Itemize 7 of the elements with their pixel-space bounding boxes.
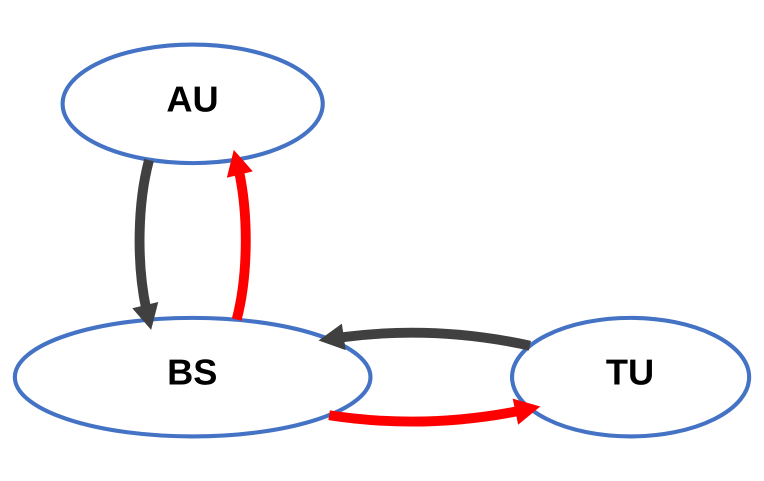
arrow [318, 324, 531, 350]
arrow [132, 158, 158, 330]
arrow [328, 398, 540, 427]
node-ellipse: BS [12, 316, 373, 438]
node-ellipse: AU [60, 42, 325, 166]
node-ellipse: TU [510, 316, 752, 438]
arrow [226, 150, 253, 321]
